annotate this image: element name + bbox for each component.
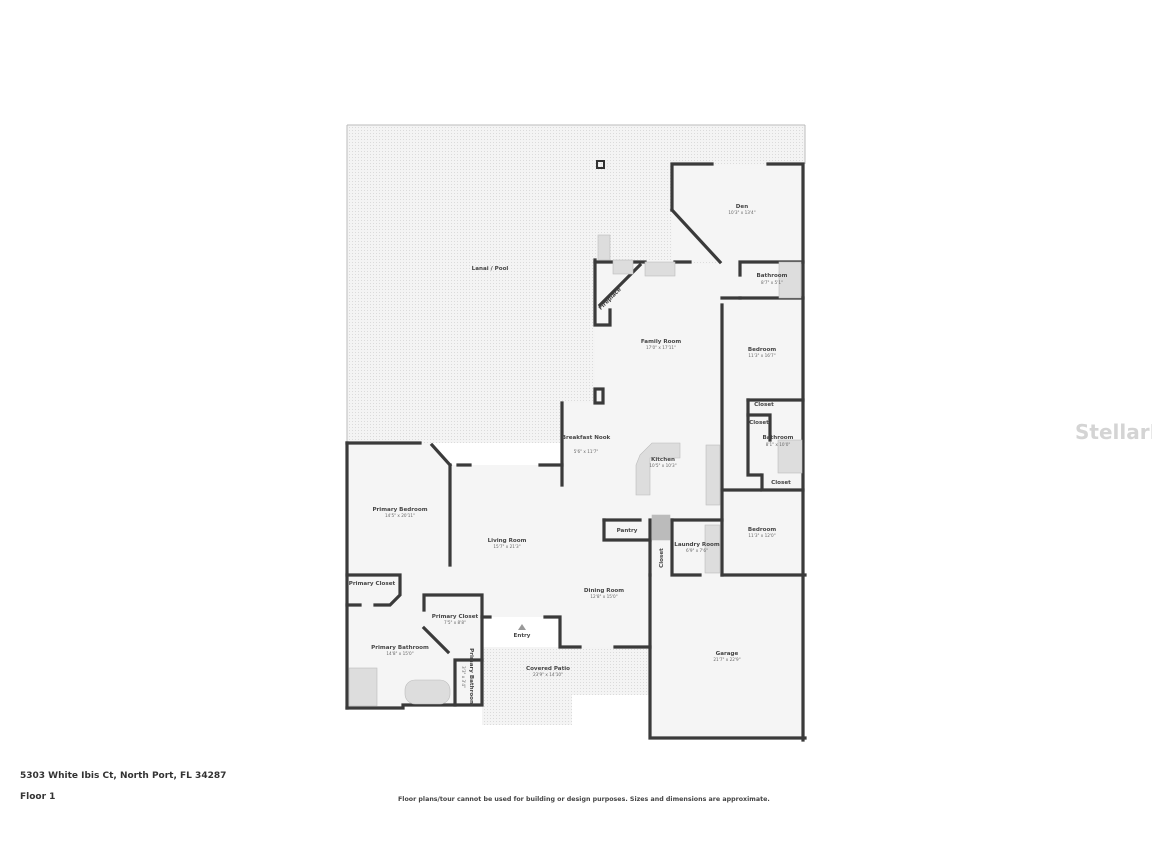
svg-text:21'7" x 22'9": 21'7" x 22'9" (713, 657, 740, 662)
address: 5303 White Ibis Ct, North Port, FL 34287 (20, 771, 227, 781)
room-primary-bedroom: Primary Bedroom (372, 507, 427, 513)
room-lanai: Lanai / Pool (472, 266, 509, 272)
room-primary-closet-1: Primary Closet (349, 581, 396, 587)
fixtures (348, 234, 803, 707)
room-pantry: Pantry (617, 528, 638, 534)
room-labels: Lanai / Pool Den 10'3" x 13'4" Bathroom … (349, 204, 794, 706)
room-closet-1: Closet (754, 402, 774, 408)
room-closet-2: Closet (749, 420, 769, 426)
svg-text:10'3" x 13'4": 10'3" x 13'4" (728, 210, 755, 215)
svg-text:3'3" x 3'4": 3'3" x 3'4" (461, 666, 466, 688)
svg-text:17'0" x 17'11": 17'0" x 17'11" (646, 345, 676, 350)
room-closet-3: Closet (771, 480, 791, 486)
room-primary-bathroom: Primary Bathroom (371, 645, 429, 651)
room-bedroom-2: Bedroom (748, 527, 777, 533)
svg-text:15'7" x 21'3": 15'7" x 21'3" (493, 544, 520, 549)
room-family: Family Room (641, 339, 682, 345)
svg-text:7'5" x 8'8": 7'5" x 8'8" (444, 620, 466, 625)
room-den: Den (736, 204, 748, 210)
svg-text:12'8" x 15'0": 12'8" x 15'0" (590, 594, 617, 599)
svg-text:11'3" x 12'0": 11'3" x 12'0" (748, 533, 775, 538)
svg-text:5'6" x 11'7": 5'6" x 11'7" (574, 449, 599, 454)
svg-text:14'8" x 15'0": 14'8" x 15'0" (386, 651, 413, 656)
room-garage: Garage (716, 651, 739, 657)
room-dining: Dining Room (584, 588, 624, 594)
room-entry: Entry (514, 633, 531, 639)
svg-text:8'7" x 5'1": 8'7" x 5'1" (761, 280, 783, 285)
svg-text:23'9" x 14'10": 23'9" x 14'10" (533, 672, 563, 677)
room-closet-4: Closet (659, 548, 665, 568)
room-living: Living Room (488, 538, 527, 544)
watermark: StellarMLS (1075, 420, 1152, 444)
room-bathroom-1: Bathroom (757, 273, 788, 279)
svg-text:6'9" x 7'6": 6'9" x 7'6" (686, 548, 708, 553)
room-bedroom-1: Bedroom (748, 347, 777, 353)
covered-patio-area (482, 647, 650, 725)
svg-text:8'1" x 10'0": 8'1" x 10'0" (766, 442, 791, 447)
walls (345, 162, 807, 742)
disclaimer: Floor plans/tour cannot be used for buil… (398, 796, 770, 803)
room-kitchen: Kitchen (651, 457, 675, 463)
room-primary-closet-2: Primary Closet (432, 614, 479, 620)
room-bathroom-2: Bathroom (763, 435, 794, 441)
svg-text:14'5" x 20'11": 14'5" x 20'11" (385, 513, 415, 518)
room-breakfast-nook: Breakfast Nook (562, 435, 611, 441)
room-primary-bathroom-2: Primary Bathroom (468, 648, 474, 706)
room-laundry: Laundry Room (674, 542, 720, 548)
svg-text:11'3" x 16'7": 11'3" x 16'7" (748, 353, 775, 358)
svg-text:10'5" x 10'3": 10'5" x 10'3" (649, 463, 676, 468)
floor-label: Floor 1 (20, 792, 56, 802)
room-covered-patio: Covered Patio (526, 666, 570, 672)
